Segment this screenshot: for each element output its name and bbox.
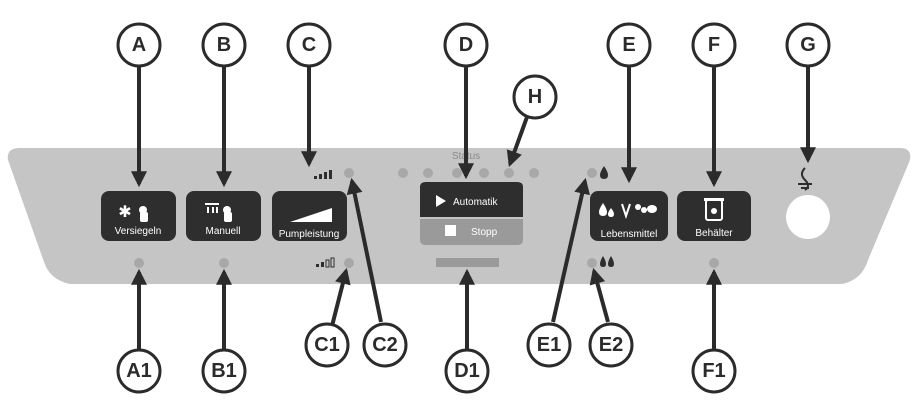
pumpleistung-label: Pumpleistung xyxy=(279,229,340,240)
svg-text:D: D xyxy=(459,34,473,56)
pumpleistung-button[interactable]: Pumpleistung xyxy=(272,191,347,241)
behaelter-label: Behälter xyxy=(695,228,733,239)
manuell-label: Manuell xyxy=(205,226,240,237)
pump-power-ramp-icon xyxy=(290,208,332,222)
stopp-button[interactable]: Stopp xyxy=(420,219,523,245)
automatik-button[interactable]: Automatik xyxy=(420,182,523,217)
stop-icon xyxy=(445,225,456,236)
callout-c1: C1 xyxy=(304,322,350,368)
callout-c: C xyxy=(286,22,332,68)
svg-text:B: B xyxy=(217,34,231,56)
play-icon xyxy=(436,195,446,207)
versiegeln-led xyxy=(134,258,144,268)
status-led-2 xyxy=(423,168,433,178)
callout-g: G xyxy=(785,22,831,68)
drop-double-led xyxy=(587,258,597,268)
double-water-drop-icon xyxy=(600,256,614,267)
callout-b: B xyxy=(201,22,247,68)
callout-d: D xyxy=(443,22,489,68)
behaelter-button[interactable]: Behälter xyxy=(677,191,751,241)
status-led-3 xyxy=(452,168,462,178)
drop-single-led xyxy=(587,168,597,178)
svg-text:B1: B1 xyxy=(211,360,237,382)
callout-h: H xyxy=(512,74,558,120)
progress-bar xyxy=(436,258,499,267)
arrow-e1 xyxy=(551,177,590,323)
automatik-stopp-button-group: Automatik Stopp xyxy=(420,182,523,245)
behaelter-led xyxy=(709,258,719,268)
svg-text:G: G xyxy=(800,34,816,56)
pump-low-led xyxy=(344,258,354,268)
svg-text:A1: A1 xyxy=(126,360,152,382)
callout-e1: E1 xyxy=(526,322,572,368)
manuell-button[interactable]: Manuell xyxy=(186,191,261,241)
food-icon xyxy=(599,203,657,220)
svg-text:E2: E2 xyxy=(599,334,623,356)
svg-text:D1: D1 xyxy=(454,360,480,382)
signal-bars-low-icon xyxy=(316,257,335,268)
svg-text:E: E xyxy=(622,34,635,56)
container-icon xyxy=(704,198,724,221)
pump-level-high-indicator xyxy=(314,168,354,179)
automatik-label: Automatik xyxy=(453,197,498,208)
pump-high-led xyxy=(344,168,354,178)
water-drop-icon xyxy=(600,166,608,179)
arrow-c2 xyxy=(346,177,383,323)
status-led-5 xyxy=(504,168,514,178)
drop-level-high-indicator xyxy=(587,166,608,179)
callout-d1: D1 xyxy=(444,348,490,394)
seal-icon: ✱ xyxy=(118,204,148,222)
callout-e: E xyxy=(606,22,652,68)
status-led-4 xyxy=(479,168,489,178)
manual-seal-icon xyxy=(205,203,232,222)
svg-text:H: H xyxy=(528,86,542,108)
arrow-c1 xyxy=(330,267,351,327)
svg-text:A: A xyxy=(132,34,146,56)
arrow-e2 xyxy=(589,267,610,323)
svg-text:C: C xyxy=(302,34,316,56)
callout-b1: B1 xyxy=(201,348,247,394)
power-icon xyxy=(798,167,812,191)
arrow-h xyxy=(506,116,529,168)
signal-bars-full-icon xyxy=(314,170,332,179)
svg-text:E1: E1 xyxy=(537,334,561,356)
callout-f1: F1 xyxy=(691,348,737,394)
pump-level-low-indicator xyxy=(316,257,354,268)
callout-e2: E2 xyxy=(588,322,634,368)
power-knob[interactable] xyxy=(786,195,830,239)
callout-a: A xyxy=(116,22,162,68)
versiegeln-label: Versiegeln xyxy=(115,226,162,237)
status-led-6 xyxy=(529,168,539,178)
callout-a1: A1 xyxy=(116,348,162,394)
callout-f: F xyxy=(691,22,737,68)
lebensmittel-button[interactable]: Lebensmittel xyxy=(590,191,668,241)
versiegeln-button[interactable]: ✱ Versiegeln xyxy=(101,191,176,241)
svg-text:F1: F1 xyxy=(702,360,725,382)
manuell-led xyxy=(219,258,229,268)
svg-text:F: F xyxy=(708,34,720,56)
lebensmittel-label: Lebensmittel xyxy=(601,229,658,240)
svg-text:C1: C1 xyxy=(314,334,340,356)
stopp-label: Stopp xyxy=(471,227,498,238)
status-led-1 xyxy=(398,168,408,178)
svg-text:C2: C2 xyxy=(372,334,398,356)
drop-level-low-indicator xyxy=(587,256,614,268)
callout-c2: C2 xyxy=(362,322,408,368)
svg-text:✱: ✱ xyxy=(118,204,131,221)
